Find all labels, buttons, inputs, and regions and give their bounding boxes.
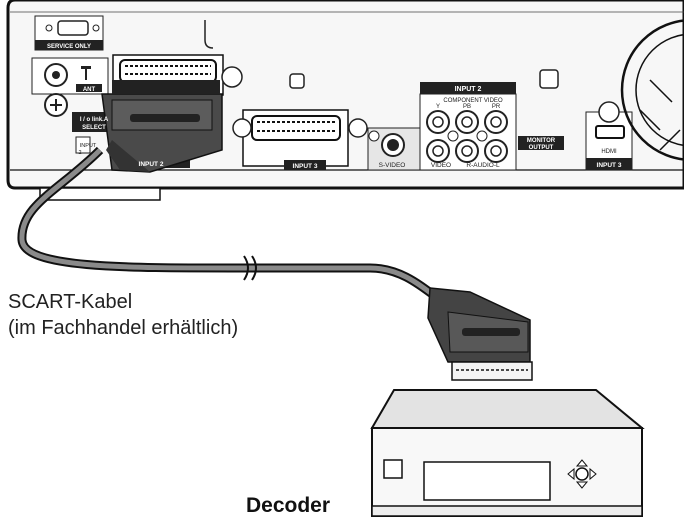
input-small-number: 2 (78, 150, 81, 156)
hdmi-label: HDMI (601, 149, 617, 155)
service-only-label: SERVICE ONLY (47, 44, 91, 50)
component-video-block (419, 82, 517, 171)
cable-caption-line1: SCART-Kabel (8, 291, 133, 313)
io-link-label: I / o link.A (80, 117, 109, 123)
input3-hdmi-label: INPUT 3 (597, 162, 622, 169)
fan-grille (620, 19, 684, 161)
scart-plug-bottom (427, 287, 533, 381)
monitor-label: MONITOR (527, 138, 556, 144)
monitor-output (518, 69, 564, 150)
input2-header-label: INPUT 2 (455, 86, 482, 93)
ant-label: ANT (83, 87, 96, 93)
output-label: OUTPUT (529, 145, 554, 151)
scart-input3-socket (232, 73, 368, 170)
decoder-label: Decoder (246, 494, 331, 517)
input2-scart-label: INPUT 2 (139, 161, 164, 168)
antenna-jack (31, 57, 109, 95)
mount-hook-icon (204, 20, 214, 49)
input-small-label: INPUT (80, 143, 97, 149)
component-video-label: COMPONENT VIDEO (443, 98, 503, 104)
select-label: SELECT (82, 125, 106, 131)
screw-icon (44, 93, 68, 117)
decoder-device (370, 389, 645, 517)
comp-y-label: Y (436, 104, 440, 110)
hdmi-socket (585, 101, 633, 171)
cable-caption-line2: (im Fachhandel erhältlich) (8, 317, 239, 339)
s-video-label: S-VIDEO (379, 162, 406, 169)
input3-scart-label: INPUT 3 (293, 163, 318, 170)
video-label: VIDEO (431, 162, 451, 169)
comp-pb-label: PB (463, 104, 471, 110)
r-audio-l-label: R-AUDIO-L (466, 162, 500, 169)
navigation-pad-icon (567, 459, 597, 489)
comp-pr-label: PR (492, 104, 501, 110)
s-video-socket (367, 127, 421, 171)
scart-plug-top (101, 80, 223, 173)
service-port (34, 15, 104, 51)
